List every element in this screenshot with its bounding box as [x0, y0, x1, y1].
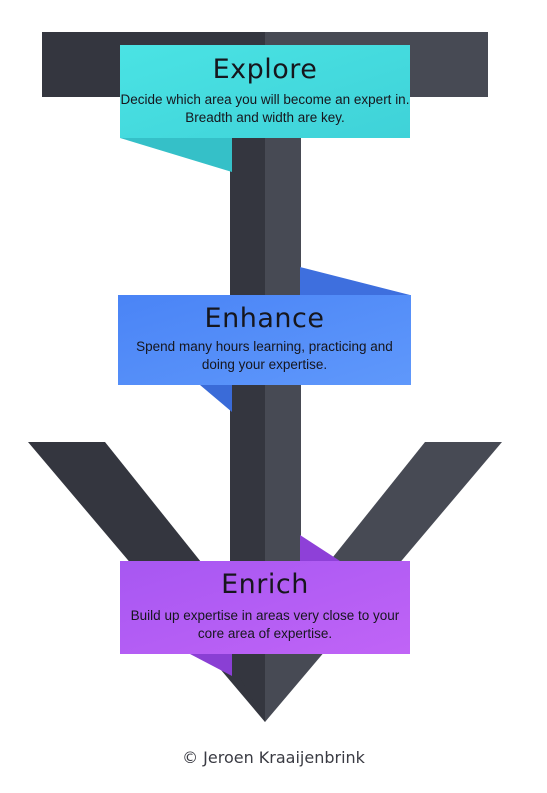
explore-fold	[120, 138, 232, 172]
enrich-description: Build up expertise in areas very close t…	[130, 608, 400, 641]
enhance-fold-top	[300, 267, 410, 295]
enhance-description: Spend many hours learning, practicing an…	[136, 339, 393, 372]
enhance-stage: Enhance Spend many hours learning, pract…	[118, 295, 411, 385]
enrich-title: Enrich	[221, 569, 309, 600]
enrich-fold-bottom	[190, 654, 232, 676]
enrich-banner	[120, 561, 410, 654]
explore-banner	[120, 45, 410, 138]
explore-stage: Explore Decide which area you will becom…	[120, 45, 410, 138]
explore-title: Explore	[212, 54, 318, 85]
copyright-credit: © Jeroen Kraaijenbrink	[182, 748, 365, 767]
enrich-stage: Enrich Build up expertise in areas very …	[120, 561, 410, 654]
enhance-banner	[118, 295, 411, 385]
enhance-title: Enhance	[204, 303, 325, 334]
enhance-fold-bottom	[200, 385, 232, 412]
enrich-fold-top	[300, 535, 340, 561]
explore-description: Decide which area you will become an exp…	[120, 92, 410, 125]
